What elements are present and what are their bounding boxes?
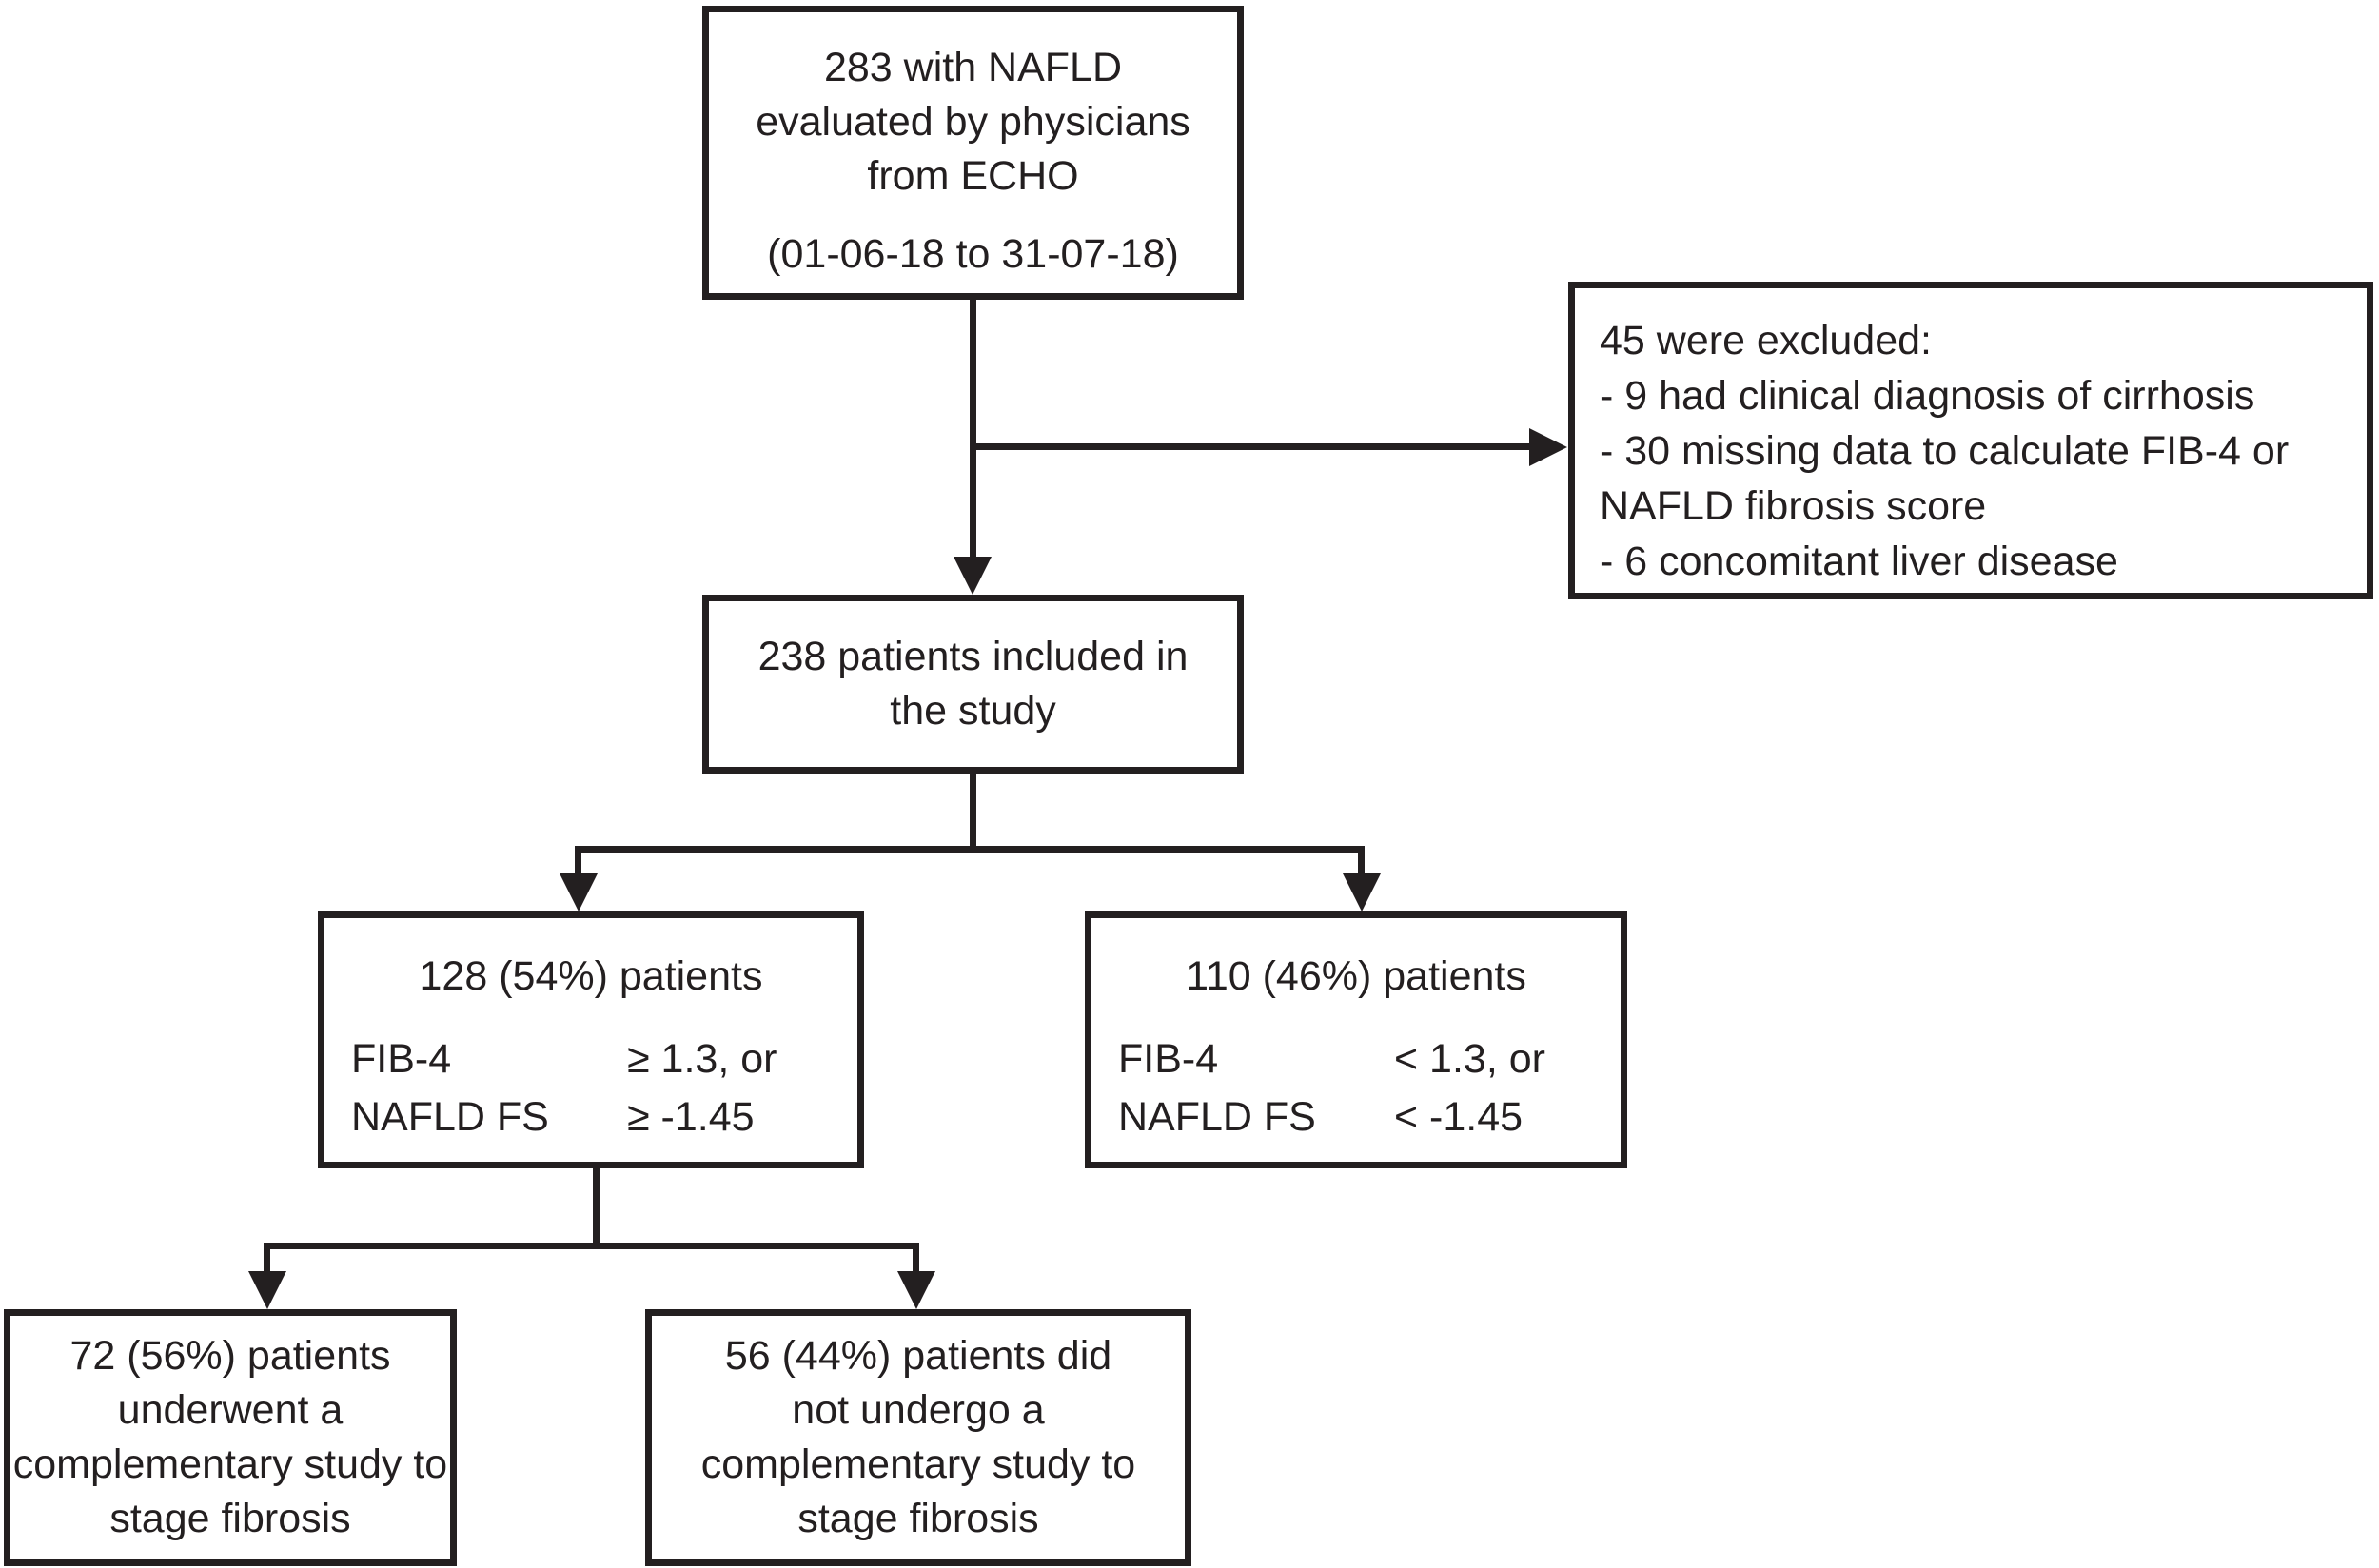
excluded-title: 45 were excluded: <box>1600 318 1932 363</box>
criteria-label: NAFLD FS <box>351 1094 549 1140</box>
arrowhead-down-high-risk <box>560 873 598 911</box>
node-text-line: complementary study to <box>12 1441 448 1487</box>
criteria-row: FIB-4 ≥ 1.3, or <box>351 1030 857 1088</box>
node-text-line: the study <box>890 688 1056 734</box>
node-text-line: 56 (44%) patients did <box>724 1333 1112 1379</box>
node-text-line: complementary study to <box>700 1441 1136 1487</box>
node-included: 238 patients included in the study <box>702 595 1244 774</box>
criteria-value: ≥ -1.45 <box>627 1094 755 1140</box>
connector-to-excluded <box>970 443 1531 450</box>
criteria-block: FIB-4 < 1.3, or NAFLD FS < -1.45 <box>1091 1030 1621 1147</box>
criteria-row: NAFLD FS < -1.45 <box>1118 1088 1621 1147</box>
connector-split-risk <box>575 846 1365 853</box>
connector-branch-staged <box>264 1243 270 1275</box>
criteria-label: NAFLD FS <box>1118 1094 1316 1140</box>
node-text-line: 238 patients included in <box>757 634 1189 679</box>
date-range-text: (01-06-18 to 31-07-18) <box>767 231 1179 277</box>
criteria-block: FIB-4 ≥ 1.3, or NAFLD FS ≥ -1.45 <box>324 1030 857 1147</box>
connector-high-risk-stem <box>593 1162 600 1249</box>
criteria-value: < -1.45 <box>1394 1094 1524 1140</box>
excluded-item: - 6 concomitant liver disease <box>1600 539 2118 584</box>
node-not-staged: 56 (44%) patients did not undergo a comp… <box>645 1309 1191 1566</box>
patient-count: 110 (46%) patients <box>1186 953 1526 999</box>
arrowhead-down-staged <box>248 1271 286 1309</box>
node-text-line: underwent a <box>117 1387 344 1433</box>
connector-branch-not-staged <box>913 1243 919 1275</box>
node-excluded: 45 were excluded: - 9 had clinical diagn… <box>1568 282 2373 599</box>
connector-included-stem <box>970 767 976 853</box>
node-text-line: stage fibrosis <box>109 1496 351 1541</box>
node-source-population: 283 with NAFLD evaluated by physicians f… <box>702 6 1244 300</box>
arrowhead-right-excluded <box>1529 428 1567 466</box>
node-low-risk: 110 (46%) patients FIB-4 < 1.3, or NAFLD… <box>1085 911 1627 1168</box>
criteria-label: FIB-4 <box>1118 1036 1219 1082</box>
arrowhead-down-included <box>954 557 992 595</box>
connector-branch-low-risk <box>1358 846 1365 877</box>
excluded-item: NAFLD fibrosis score <box>1600 483 1987 529</box>
criteria-value: ≥ 1.3, or <box>627 1036 777 1082</box>
excluded-item: - 30 missing data to calculate FIB-4 or <box>1600 428 2290 474</box>
connector-source-to-included <box>970 297 976 559</box>
node-high-risk: 128 (54%) patients FIB-4 ≥ 1.3, or NAFLD… <box>318 911 864 1168</box>
node-text-line: from ECHO <box>867 153 1079 199</box>
criteria-value: < 1.3, or <box>1394 1036 1545 1082</box>
excluded-item: - 9 had clinical diagnosis of cirrhosis <box>1600 373 2255 419</box>
connector-branch-high-risk <box>575 846 581 877</box>
criteria-label: FIB-4 <box>351 1036 452 1082</box>
criteria-row: FIB-4 < 1.3, or <box>1118 1030 1621 1088</box>
node-text-line: stage fibrosis <box>797 1496 1039 1541</box>
patient-count: 128 (54%) patients <box>419 953 763 999</box>
arrowhead-down-not-staged <box>897 1271 935 1309</box>
connector-split-staging <box>264 1243 919 1249</box>
node-text-line: evaluated by physicians <box>756 99 1190 145</box>
arrowhead-down-low-risk <box>1343 873 1381 911</box>
node-text-line: 283 with NAFLD <box>823 45 1123 90</box>
node-text-line: not undergo a <box>792 1387 1045 1433</box>
node-text-line: 72 (56%) patients <box>69 1333 391 1379</box>
node-staged: 72 (56%) patients underwent a complement… <box>4 1309 457 1566</box>
criteria-row: NAFLD FS ≥ -1.45 <box>351 1088 857 1147</box>
